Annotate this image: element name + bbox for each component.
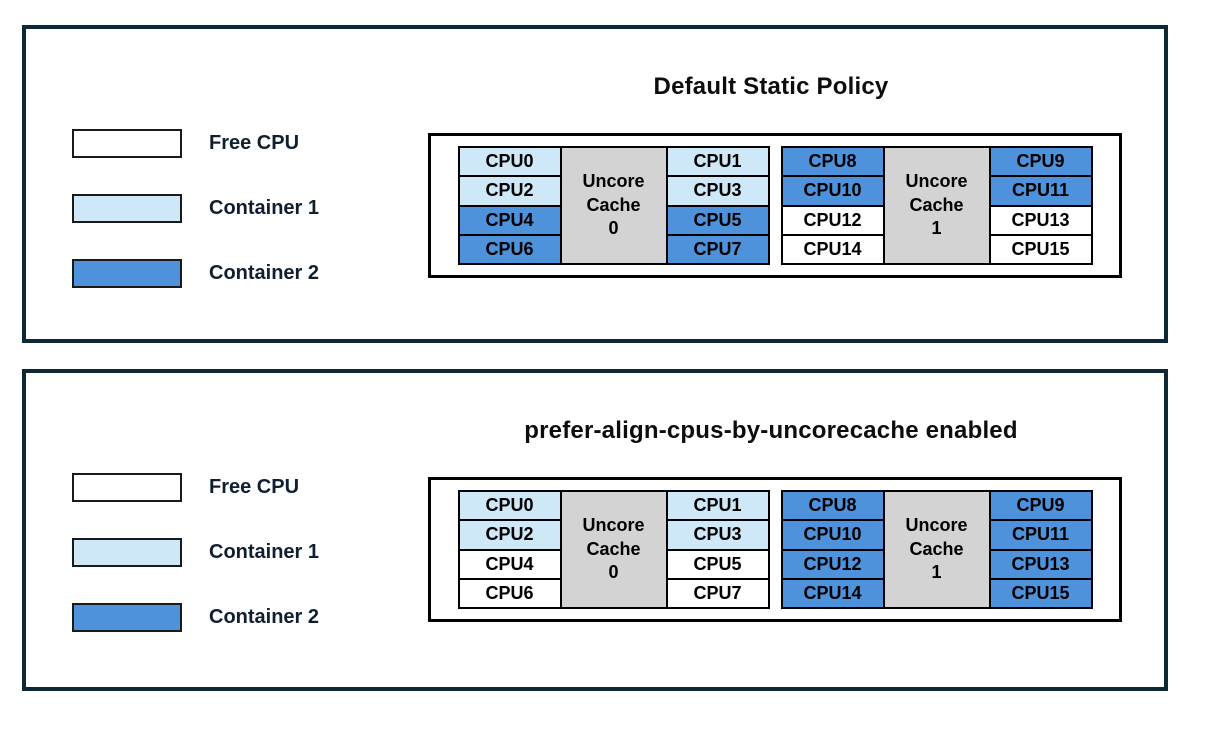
cpu7-cell: CPU7 bbox=[665, 577, 770, 609]
cpu5-cell: CPU5 bbox=[665, 548, 770, 580]
cpu4-cell: CPU4 bbox=[457, 204, 562, 236]
cpu-column-left: CPU8 CPU10 CPU12 CPU14 bbox=[780, 146, 885, 265]
cpu-column-right: CPU9 CPU11 CPU13 CPU15 bbox=[988, 146, 1093, 265]
cpu11-cell: CPU11 bbox=[988, 519, 1093, 551]
panel-title: Default Static Policy bbox=[653, 73, 889, 100]
legend: Free CPU Container 1 Container 2 bbox=[72, 129, 319, 288]
legend-label-container-1: Container 1 bbox=[209, 541, 320, 563]
uncore-cache-0-cluster: CPU0 CPU2 CPU4 CPU6 Uncore Cache 0 CPU1 … bbox=[457, 490, 770, 609]
cpu3-cell: CPU3 bbox=[665, 175, 770, 207]
cpu7-cell: CPU7 bbox=[665, 233, 770, 265]
cpu9-cell: CPU9 bbox=[988, 490, 1093, 522]
cpu15-cell: CPU15 bbox=[988, 233, 1093, 265]
legend-swatch-container-1 bbox=[72, 538, 182, 567]
cpu-topology-diagram: CPU0 CPU2 CPU4 CPU6 Uncore Cache 0 CPU1 … bbox=[428, 477, 1122, 622]
cpu-column-left: CPU0 CPU2 CPU4 CPU6 bbox=[457, 146, 562, 265]
cpu-column-right: CPU1 CPU3 CPU5 CPU7 bbox=[665, 146, 770, 265]
legend-swatch-container-1 bbox=[72, 194, 182, 223]
cpu-column-right: CPU9 CPU11 CPU13 CPU15 bbox=[988, 490, 1093, 609]
cpu1-cell: CPU1 bbox=[665, 146, 770, 178]
cpu12-cell: CPU12 bbox=[780, 548, 885, 580]
cpu10-cell: CPU10 bbox=[780, 519, 885, 551]
uncore-cache-1-box: Uncore Cache 1 bbox=[882, 146, 991, 265]
cpu6-cell: CPU6 bbox=[457, 577, 562, 609]
uncore-cache-1-cluster: CPU8 CPU10 CPU12 CPU14 Uncore Cache 1 CP… bbox=[780, 146, 1093, 265]
cpu0-cell: CPU0 bbox=[457, 490, 562, 522]
legend-swatch-container-2 bbox=[72, 259, 182, 288]
panel-prefer-align-cpus-by-uncorecache: prefer-align-cpus-by-uncorecache enabled… bbox=[22, 369, 1168, 691]
cpu10-cell: CPU10 bbox=[780, 175, 885, 207]
legend: Free CPU Container 1 Container 2 bbox=[72, 473, 319, 632]
cpu13-cell: CPU13 bbox=[988, 204, 1093, 236]
uncore-cache-0-box: Uncore Cache 0 bbox=[559, 146, 668, 265]
panel-title: prefer-align-cpus-by-uncorecache enabled bbox=[524, 417, 1018, 444]
legend-label-free-cpu: Free CPU bbox=[209, 132, 300, 154]
cpu13-cell: CPU13 bbox=[988, 548, 1093, 580]
uncore-cache-0-cluster: CPU0 CPU2 CPU4 CPU6 Uncore Cache 0 CPU1 … bbox=[457, 146, 770, 265]
legend-label-container-1: Container 1 bbox=[209, 197, 320, 219]
uncore-cache-0-label: Uncore Cache 0 bbox=[582, 171, 645, 239]
cpu15-cell: CPU15 bbox=[988, 577, 1093, 609]
legend-label-free-cpu: Free CPU bbox=[209, 476, 300, 498]
panel-default-static-policy: Default Static Policy Free CPU Container… bbox=[22, 25, 1168, 343]
legend-item-container-2: Container 2 bbox=[72, 603, 319, 632]
uncore-cache-0-box: Uncore Cache 0 bbox=[559, 490, 668, 609]
cpu-topology-diagram: CPU0 CPU2 CPU4 CPU6 Uncore Cache 0 CPU1 … bbox=[428, 133, 1122, 278]
cpu8-cell: CPU8 bbox=[780, 146, 885, 178]
cpu0-cell: CPU0 bbox=[457, 146, 562, 178]
legend-swatch-container-2 bbox=[72, 603, 182, 632]
cpu-column-left: CPU8 CPU10 CPU12 CPU14 bbox=[780, 490, 885, 609]
cpu2-cell: CPU2 bbox=[457, 175, 562, 207]
cpu14-cell: CPU14 bbox=[780, 577, 885, 609]
legend-label-container-2: Container 2 bbox=[209, 262, 320, 284]
legend-item-free-cpu: Free CPU bbox=[72, 129, 319, 158]
cpu9-cell: CPU9 bbox=[988, 146, 1093, 178]
cpu1-cell: CPU1 bbox=[665, 490, 770, 522]
legend-item-container-1: Container 1 bbox=[72, 194, 319, 223]
legend-item-container-2: Container 2 bbox=[72, 259, 319, 288]
legend-item-free-cpu: Free CPU bbox=[72, 473, 319, 502]
cpu2-cell: CPU2 bbox=[457, 519, 562, 551]
legend-swatch-free-cpu bbox=[72, 129, 182, 158]
cpu-column-right: CPU1 CPU3 CPU5 CPU7 bbox=[665, 490, 770, 609]
cpu6-cell: CPU6 bbox=[457, 233, 562, 265]
cpu12-cell: CPU12 bbox=[780, 204, 885, 236]
uncore-cache-1-box: Uncore Cache 1 bbox=[882, 490, 991, 609]
cpu8-cell: CPU8 bbox=[780, 490, 885, 522]
cpu11-cell: CPU11 bbox=[988, 175, 1093, 207]
cpu14-cell: CPU14 bbox=[780, 233, 885, 265]
cpu5-cell: CPU5 bbox=[665, 204, 770, 236]
uncore-cache-1-cluster: CPU8 CPU10 CPU12 CPU14 Uncore Cache 1 CP… bbox=[780, 490, 1093, 609]
uncore-cache-1-label: Uncore Cache 1 bbox=[905, 515, 968, 583]
cpu3-cell: CPU3 bbox=[665, 519, 770, 551]
cpu-column-left: CPU0 CPU2 CPU4 CPU6 bbox=[457, 490, 562, 609]
legend-swatch-free-cpu bbox=[72, 473, 182, 502]
legend-item-container-1: Container 1 bbox=[72, 538, 319, 567]
uncore-cache-0-label: Uncore Cache 0 bbox=[582, 515, 645, 583]
uncore-cache-1-label: Uncore Cache 1 bbox=[905, 171, 968, 239]
cpu4-cell: CPU4 bbox=[457, 548, 562, 580]
legend-label-container-2: Container 2 bbox=[209, 606, 320, 628]
